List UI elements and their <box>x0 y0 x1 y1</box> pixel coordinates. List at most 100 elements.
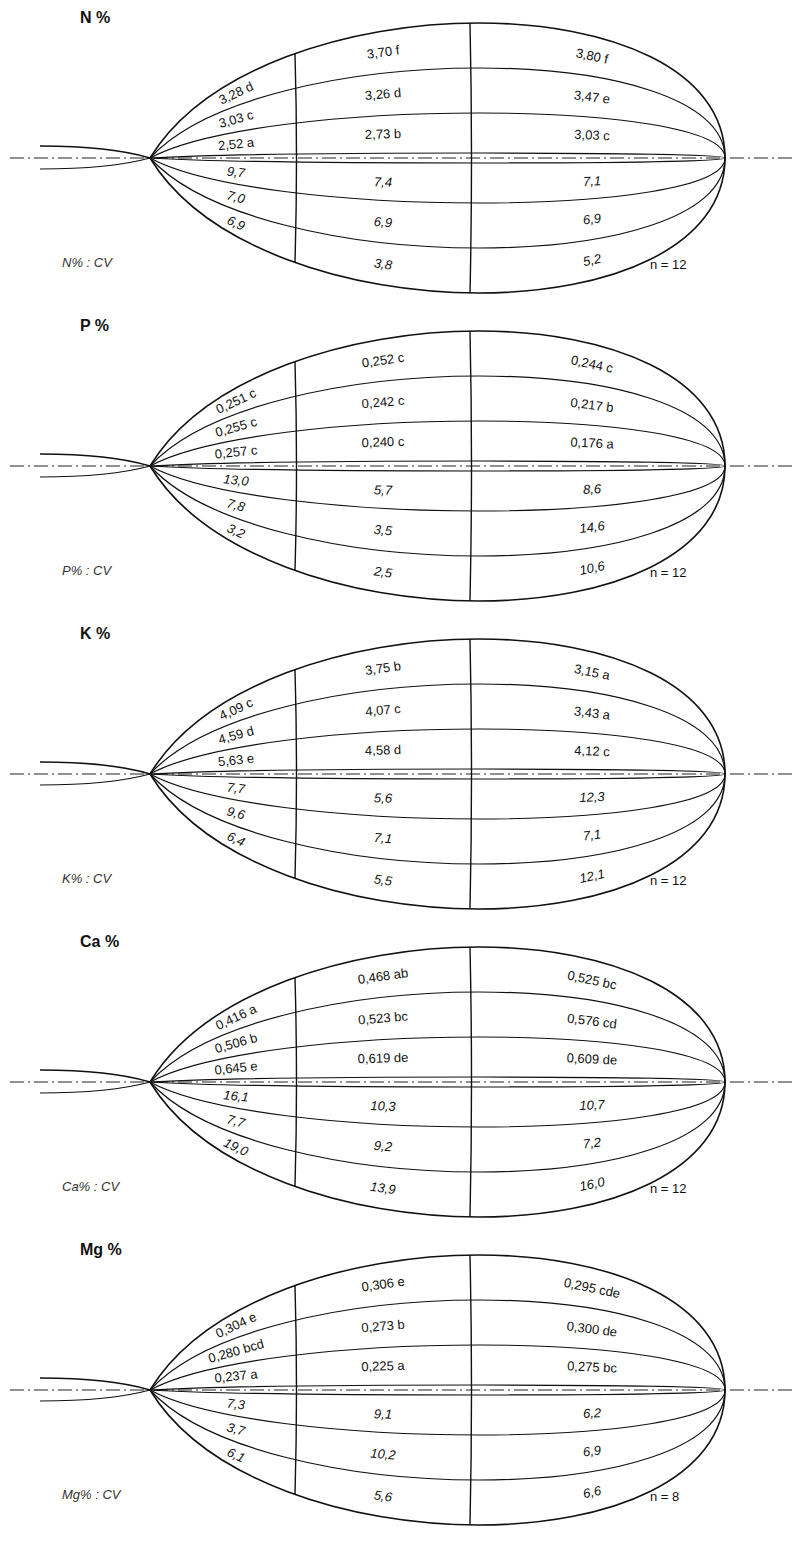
cv-value: 10,2 <box>370 1446 396 1461</box>
band-boundary <box>150 1082 725 1217</box>
concentration-value: 0,217 b <box>570 396 615 414</box>
cv-value: 6,9 <box>582 1444 602 1459</box>
cv-value: 5,2 <box>582 252 602 268</box>
cv-value: 6,1 <box>225 1445 247 1464</box>
element-heading: K % <box>80 626 110 642</box>
band-boundary <box>150 992 725 1082</box>
band-boundary <box>150 331 725 466</box>
petiole <box>40 466 150 477</box>
band-boundary <box>150 1300 725 1390</box>
band-boundary <box>150 461 725 466</box>
cv-value: 3,2 <box>225 521 247 540</box>
cv-value: 14,6 <box>579 519 606 535</box>
cv-value: 6,4 <box>225 829 247 848</box>
cv-value: 2,5 <box>373 564 393 579</box>
cv-value: 7,4 <box>374 175 392 189</box>
band-boundary <box>150 684 725 774</box>
band-boundary <box>150 1082 725 1087</box>
cv-value: 12,3 <box>579 790 605 804</box>
concentration-value: 3,47 e <box>573 88 610 105</box>
concentration-value: 4,12 c <box>574 744 610 759</box>
cv-value: 6,9 <box>373 214 392 228</box>
concentration-value: 0,523 bc <box>358 1010 409 1027</box>
cv-value: 5,5 <box>373 872 393 887</box>
concentration-value: 0,257 c <box>214 443 258 460</box>
band-boundary <box>150 1390 725 1395</box>
band-boundary <box>150 1385 725 1390</box>
band-boundary <box>150 68 725 158</box>
concentration-value: 0,225 a <box>361 1359 405 1373</box>
cv-value: 7,7 <box>226 781 245 796</box>
cv-caption: N% : CV <box>62 256 112 269</box>
concentration-value: 0,244 c <box>570 353 614 374</box>
concentration-value: 0,237 a <box>214 1367 258 1384</box>
petiole <box>40 146 150 158</box>
concentration-value: 0,609 de <box>566 1052 617 1067</box>
concentration-value: 0,252 c <box>361 351 405 370</box>
cv-value: 9,1 <box>374 1407 392 1421</box>
band-boundary <box>150 1077 725 1082</box>
concentration-value: 3,70 f <box>366 43 400 60</box>
concentration-value: 0,280 bcd <box>207 1337 266 1365</box>
band-boundary <box>150 947 725 1082</box>
petiole <box>40 1390 150 1401</box>
concentration-value: 0,300 de <box>566 1319 618 1338</box>
concentration-value: 3,80 f <box>575 47 609 66</box>
sample-size: n = 8 <box>650 1490 679 1503</box>
concentration-value: 0,240 c <box>361 435 404 449</box>
axis-line <box>10 774 795 775</box>
cv-value: 7,1 <box>583 174 602 188</box>
band-boundary <box>150 1390 725 1480</box>
cv-value: 7,0 <box>226 188 247 205</box>
cv-value: 10,7 <box>579 1098 605 1112</box>
cv-value: 19,0 <box>222 1136 250 1158</box>
concentration-value: 3,75 b <box>364 659 402 677</box>
cv-value: 3,7 <box>226 1420 247 1437</box>
band-boundary <box>150 23 725 158</box>
axis-line <box>10 1390 795 1391</box>
section-divider <box>470 331 472 601</box>
axis-line <box>10 1082 795 1083</box>
section-divider <box>295 1286 297 1495</box>
concentration-value: 3,43 a <box>573 704 610 721</box>
concentration-value: 4,09 c <box>217 696 255 723</box>
section-divider <box>470 947 472 1217</box>
petiole <box>40 454 150 466</box>
band-boundary <box>150 769 725 774</box>
axis-line <box>10 466 795 467</box>
concentration-value: 3,26 d <box>364 86 401 102</box>
element-heading: Mg % <box>80 1242 122 1258</box>
cv-caption: K% : CV <box>62 872 111 885</box>
band-boundary <box>150 1082 725 1172</box>
band-boundary <box>150 158 725 248</box>
concentration-value: 4,07 c <box>365 703 401 719</box>
cv-value: 7,7 <box>226 1112 247 1129</box>
petiole <box>40 1378 150 1390</box>
concentration-value: 5,63 e <box>217 751 254 768</box>
concentration-value: 0,176 a <box>570 436 614 451</box>
concentration-value: 0,242 c <box>361 394 405 411</box>
concentration-value: 0,255 c <box>214 415 259 439</box>
band-boundary <box>150 639 725 774</box>
band-boundary <box>150 376 725 466</box>
cv-value: 9,6 <box>226 804 247 821</box>
cv-value: 9,7 <box>226 165 245 180</box>
band-boundary <box>150 774 725 779</box>
petiole <box>40 762 150 774</box>
concentration-value: 0,251 c <box>214 386 258 416</box>
concentration-value: 3,15 a <box>573 662 611 682</box>
petiole <box>40 158 150 169</box>
cv-caption: Mg% : CV <box>62 1488 121 1501</box>
band-boundary <box>150 153 725 158</box>
section-divider <box>470 639 472 909</box>
section-divider <box>295 54 297 263</box>
band-boundary <box>150 1390 725 1525</box>
element-heading: P % <box>80 318 109 334</box>
sample-size: n = 12 <box>650 258 687 271</box>
cv-value: 5,6 <box>373 1488 393 1503</box>
cv-value: 16,0 <box>578 1175 605 1193</box>
section-divider <box>470 23 472 293</box>
cv-value: 7,3 <box>226 1397 245 1412</box>
petiole <box>40 1070 150 1082</box>
cv-value: 5,6 <box>374 791 392 805</box>
